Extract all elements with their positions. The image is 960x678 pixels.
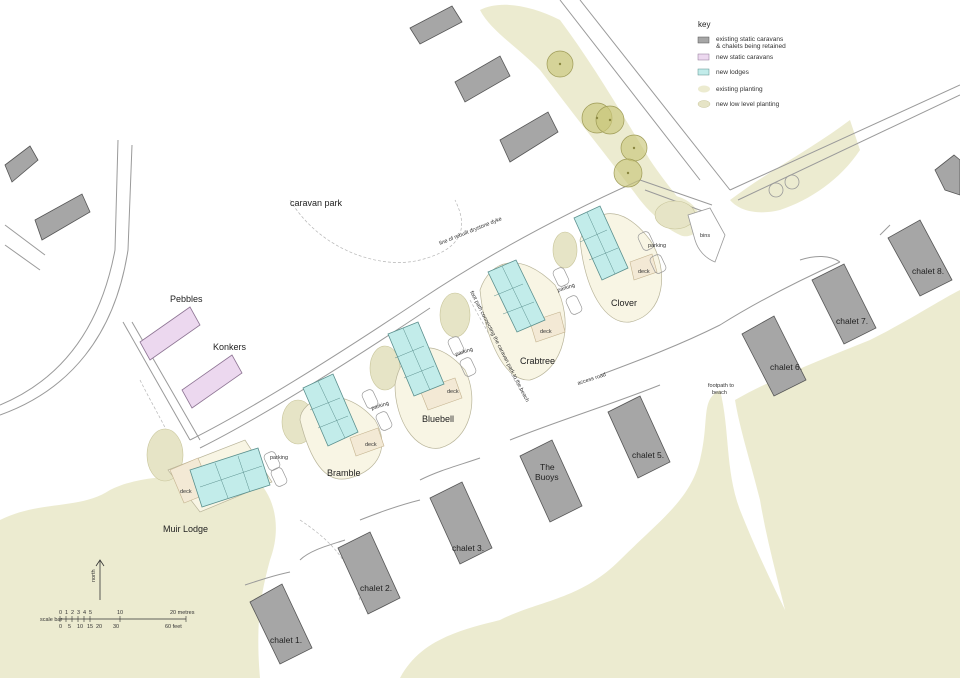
label-clover: Clover: [611, 298, 637, 308]
label-chalet-8: chalet 8.: [912, 266, 944, 276]
scale-f-30: 30: [113, 624, 119, 630]
label-footpath-1: footpath to: [708, 383, 734, 389]
scale-ticks: [59, 616, 187, 622]
the-buoys-block: [519, 439, 583, 523]
label-parking-5: parking: [648, 243, 666, 249]
legend: key existing static caravans & chalets b…: [697, 20, 786, 108]
chalet-3-block: [429, 481, 493, 565]
scale-f-15: 15: [87, 624, 93, 630]
label-deck-2: deck: [365, 442, 377, 448]
caravan-pebbles: [139, 306, 201, 361]
label-pebbles: Pebbles: [170, 294, 203, 304]
label-muir-lodge: Muir Lodge: [163, 524, 208, 534]
planting-southwest: [0, 470, 276, 678]
legend-swatch-planting: [698, 85, 710, 93]
label-konkers: Konkers: [213, 342, 247, 352]
label-north: north: [91, 569, 97, 582]
scale-metres: 0 1 2 3 4 5 10 20 metres: [59, 610, 195, 616]
bin-store: [687, 207, 726, 263]
north-arrow-icon: [95, 559, 105, 600]
small-circles: [768, 174, 800, 198]
label-parking-1: parking: [270, 455, 288, 461]
lodge-interior-lines: [199, 211, 619, 499]
scale-bar-label: scale bar: [40, 617, 62, 623]
scale-m-2: 2: [71, 610, 74, 616]
label-parking-4: parking: [557, 283, 576, 294]
label-parking-3: parking: [455, 347, 474, 358]
label-deck-3: deck: [447, 389, 459, 395]
deck-labels: deck deck deck deck deck: [180, 269, 650, 495]
scale-bar: scale bar 0 1 2 3 4 5 10 20 metres 0 5 1…: [40, 610, 195, 630]
caravan-konkers: [181, 354, 243, 409]
label-bramble: Bramble: [327, 468, 361, 478]
chalet-8-block: [887, 219, 953, 297]
planting-northeast: [730, 120, 860, 213]
legend-label-existing-2: & chalets being retained: [716, 43, 786, 50]
chalet-2-block: [337, 531, 401, 615]
label-chalet-7: chalet 7.: [836, 316, 868, 326]
new-static-caravans: [139, 306, 243, 409]
scale-m-1: 1: [65, 610, 68, 616]
lodge-bluebell: [387, 321, 445, 397]
legend-swatch-lodge: [697, 68, 710, 76]
scale-m-10: 10: [117, 610, 123, 616]
label-bluebell: Bluebell: [422, 414, 454, 424]
scale-m-4: 4: [83, 610, 86, 616]
tree-trunks: [558, 62, 636, 175]
label-drystone: line of rebuilt drystone dyke: [439, 216, 503, 247]
label-deck-4: deck: [540, 329, 552, 335]
lodge-bramble: [302, 373, 359, 447]
legend-swatch-static: [697, 53, 710, 61]
legend-label-lodge: new lodges: [716, 69, 750, 76]
label-the-buoys-2: Buoys: [535, 472, 559, 482]
parking-labels: parking parking parking parking parking: [270, 243, 666, 461]
legend-label-existing: existing static caravans: [716, 36, 784, 43]
label-the-buoys-1: The: [540, 462, 555, 472]
scale-feet: 0 5 10 15 20 30 60 feet: [59, 624, 182, 630]
scale-f-5: 5: [68, 624, 71, 630]
label-chalet-6: chalet 6.: [770, 362, 802, 372]
label-chalet-5: chalet 5.: [632, 450, 664, 460]
label-chalet-1: chalet 1.: [270, 635, 302, 645]
legend-label-planting: existing planting: [716, 86, 763, 93]
parking-bays: [263, 231, 667, 487]
legend-swatch-low-planting: [697, 100, 711, 108]
scale-f-20: 20: [96, 624, 102, 630]
chalet-5-block: [607, 395, 671, 479]
label-access-road: access road: [577, 372, 607, 387]
legend-swatch-existing: [697, 36, 710, 44]
existing-units: [4, 5, 960, 665]
lodge-muir: [189, 447, 271, 508]
label-chalet-3: chalet 3.: [452, 543, 484, 553]
label-caravan-park: caravan park: [290, 198, 343, 208]
scale-f-60: 60 feet: [165, 624, 182, 630]
scale-m-3: 3: [77, 610, 80, 616]
label-chalet-2: chalet 2.: [360, 583, 392, 593]
scale-m-20: 20 metres: [170, 610, 195, 616]
scale-m-0: 0: [59, 610, 62, 616]
scale-f-10: 10: [77, 624, 83, 630]
legend-label-static: new static caravans: [716, 54, 774, 61]
label-bins: bins: [700, 233, 710, 239]
planting-south: [400, 390, 810, 678]
chalet-1-block: [249, 583, 313, 665]
label-deck-5: deck: [638, 269, 650, 275]
legend-title: key: [698, 20, 710, 29]
chalet-7-block: [811, 263, 877, 345]
label-crabtree: Crabtree: [520, 356, 555, 366]
scale-f-0: 0: [59, 624, 62, 630]
chalet-6-block: [741, 315, 807, 397]
label-deck-1: deck: [180, 489, 192, 495]
label-parking-2: parking: [371, 401, 390, 412]
legend-label-low-planting: new low level planting: [716, 101, 780, 108]
label-footpath-2: beach: [712, 390, 727, 396]
scale-m-5: 5: [89, 610, 92, 616]
